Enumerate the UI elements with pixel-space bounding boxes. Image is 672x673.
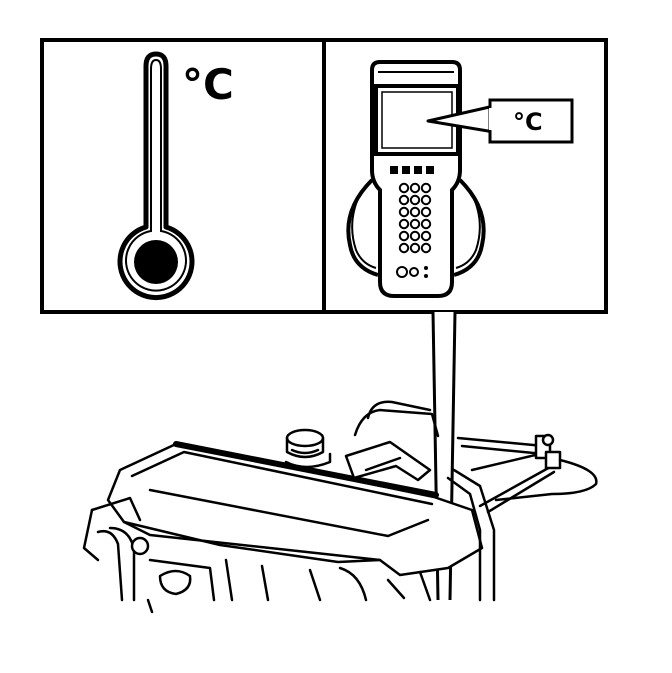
screen-callout: °C — [426, 98, 574, 144]
scan-tool-function-keys — [390, 166, 434, 174]
keypad-key — [409, 218, 421, 230]
keypad-key — [420, 206, 432, 218]
keypad-key — [420, 242, 432, 254]
keypad-key — [398, 206, 410, 218]
keypad-key — [398, 218, 410, 230]
keypad-key — [398, 230, 410, 242]
keypad-key — [409, 182, 421, 194]
right-panel: °C — [322, 38, 608, 314]
keypad-key — [420, 230, 432, 242]
left-panel: °C — [40, 38, 326, 314]
thermometer-bulb — [134, 240, 178, 284]
thermometer-icon — [117, 51, 195, 301]
engine-icon — [82, 400, 598, 614]
keypad-key — [420, 194, 432, 206]
keypad-key — [420, 182, 432, 194]
keypad-key — [420, 218, 432, 230]
keypad-key — [409, 230, 421, 242]
scan-tool-keypad — [398, 182, 432, 254]
keypad-key — [409, 242, 421, 254]
keypad-key — [409, 206, 421, 218]
keypad-key — [409, 194, 421, 206]
temperature-unit-label: °C — [182, 60, 234, 109]
keypad-key — [398, 182, 410, 194]
keypad-key — [398, 242, 410, 254]
keypad-key — [398, 194, 410, 206]
callout-temperature-label: °C — [513, 108, 543, 136]
